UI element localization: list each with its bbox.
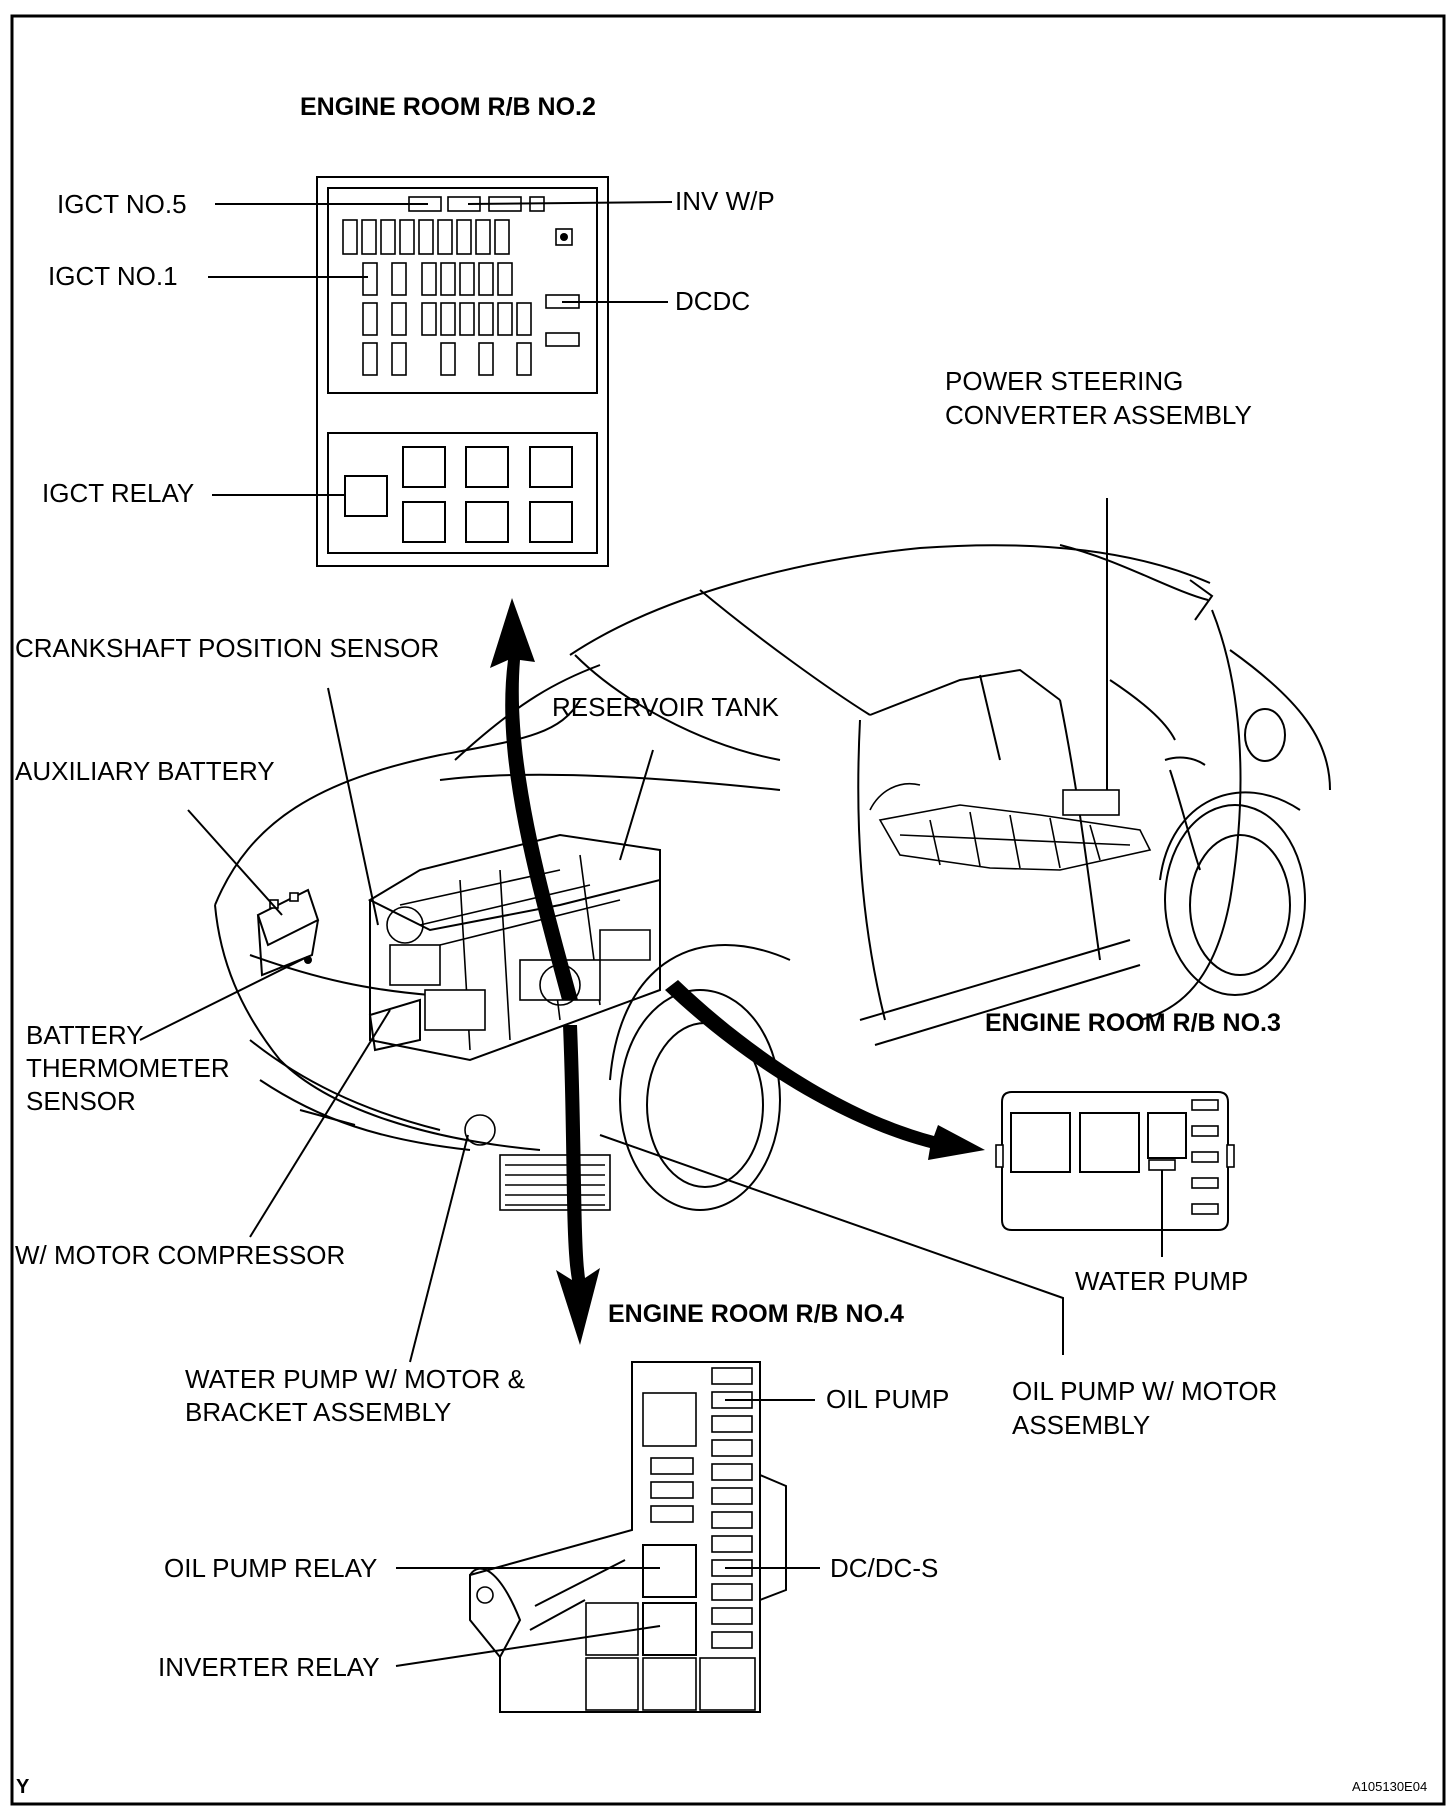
outer-frame: [10, 14, 1446, 1806]
label-water-pump: WATER PUMP: [1075, 1266, 1248, 1296]
leader-oil-pump-motor: [599, 1134, 1064, 1355]
rb4-oil-pump-relay: [642, 1544, 697, 1598]
label-ps-conv-2: CONVERTER ASSEMBLY: [945, 400, 1252, 430]
label-oil-pump-motor-2: ASSEMBLY: [1012, 1410, 1150, 1440]
leader-crank-sensor: [327, 687, 379, 926]
label-reservoir: RESERVOIR TANK: [552, 692, 779, 722]
label-batt-therm-1: BATTERY: [26, 1020, 144, 1050]
rb2-group: ENGINE ROOM R/B NO.2: [42, 93, 775, 567]
arrow-to-rb2: [490, 598, 578, 1000]
rb4-group: ENGINE ROOM R/B NO.4 OIL PUMP: [158, 1300, 949, 1713]
oil-cooler: [499, 1154, 611, 1211]
rb3-relay-3: [1147, 1112, 1187, 1159]
label-inverter-relay: INVERTER RELAY: [158, 1652, 380, 1682]
vehicle-leaders: [139, 498, 1108, 1363]
rb2-fuse-row-1: [342, 219, 573, 255]
rb4-header: ENGINE ROOM R/B NO.4: [608, 1300, 904, 1328]
rb3-relay-1: [1010, 1112, 1071, 1173]
rb3-relay-2: [1079, 1112, 1140, 1173]
label-batt-therm-3: SENSOR: [26, 1086, 136, 1116]
rb3-header: ENGINE ROOM R/B NO.3: [985, 1009, 1281, 1037]
vehicle-rear: [1139, 609, 1242, 1021]
label-wp-motor-1: WATER PUMP W/ MOTOR &: [185, 1364, 525, 1394]
label-batt-therm-2: THERMOMETER: [26, 1053, 230, 1083]
label-wp-motor-2: BRACKET ASSEMBLY: [185, 1397, 451, 1427]
label-igct-no5: IGCT NO.5: [57, 189, 187, 219]
vehicle-roof-line: [569, 544, 1211, 656]
vehicle-illustration: [214, 544, 1331, 1211]
vehicle-front-wheel: [619, 989, 781, 1211]
arrows: [490, 598, 985, 1345]
vehicle-front-bumper: [214, 904, 541, 1151]
leader-compressor: [249, 1009, 391, 1238]
label-compressor: W/ MOTOR COMPRESSOR: [15, 1240, 345, 1270]
leader-wp-motor: [409, 1134, 469, 1363]
label-oil-pump: OIL PUMP: [826, 1384, 949, 1414]
label-igct-no1: IGCT NO.1: [48, 261, 178, 291]
rb2-top-fuses: [408, 196, 545, 212]
rb3-water-pump-fuse: [1148, 1159, 1176, 1171]
vehicle-hood: [214, 699, 581, 906]
label-crank-sensor: CRANKSHAFT POSITION SENSOR: [15, 633, 439, 663]
rb3-group: ENGINE ROOM R/B NO.3 WATER PUMP: [985, 1009, 1281, 1296]
rb2-relays: [344, 446, 573, 543]
label-oil-pump-relay: OIL PUMP RELAY: [164, 1553, 377, 1583]
leader-reservoir: [619, 749, 654, 861]
rb4-inverter-relay: [642, 1602, 697, 1656]
vehicle-rear-wheel: [1164, 804, 1306, 996]
vehicle-side-window: [869, 668, 1061, 716]
leader-inverter-relay: [395, 1625, 661, 1667]
label-oil-pump-motor-1: OIL PUMP W/ MOTOR: [1012, 1376, 1277, 1406]
rb2-header: ENGINE ROOM R/B NO.2: [300, 93, 596, 121]
figure-id: A105130E04: [1352, 1779, 1427, 1794]
arrow-to-rb3: [665, 980, 985, 1160]
rb2-fuse-row-2: [362, 262, 513, 296]
vehicle-windshield: [574, 654, 781, 761]
label-inv-wp: INV W/P: [675, 186, 775, 216]
rb2-fuse-row-4: [362, 342, 532, 376]
label-aux-battery: AUXILIARY BATTERY: [15, 756, 275, 786]
leader-inv-wp: [467, 201, 673, 205]
label-igct-relay: IGCT RELAY: [42, 478, 194, 508]
leader-aux-battery: [187, 809, 283, 916]
power-steering-converter-box: [1062, 789, 1120, 816]
vehicle-door-line: [857, 719, 886, 1021]
label-ps-conv-1: POWER STEERING: [945, 366, 1183, 396]
label-dcdc-s: DC/DC-S: [830, 1553, 938, 1583]
label-dcdc: DCDC: [675, 286, 750, 316]
arrow-to-rb4: [556, 1025, 600, 1345]
vehicle-sill: [859, 939, 1131, 1021]
leader-battery-therm: [139, 957, 306, 1041]
hybrid-battery-pack: [878, 804, 1152, 871]
engine-assembly: [256, 833, 661, 1211]
water-pump-motor: [464, 1114, 496, 1146]
corner-mark: Y: [16, 1776, 30, 1798]
